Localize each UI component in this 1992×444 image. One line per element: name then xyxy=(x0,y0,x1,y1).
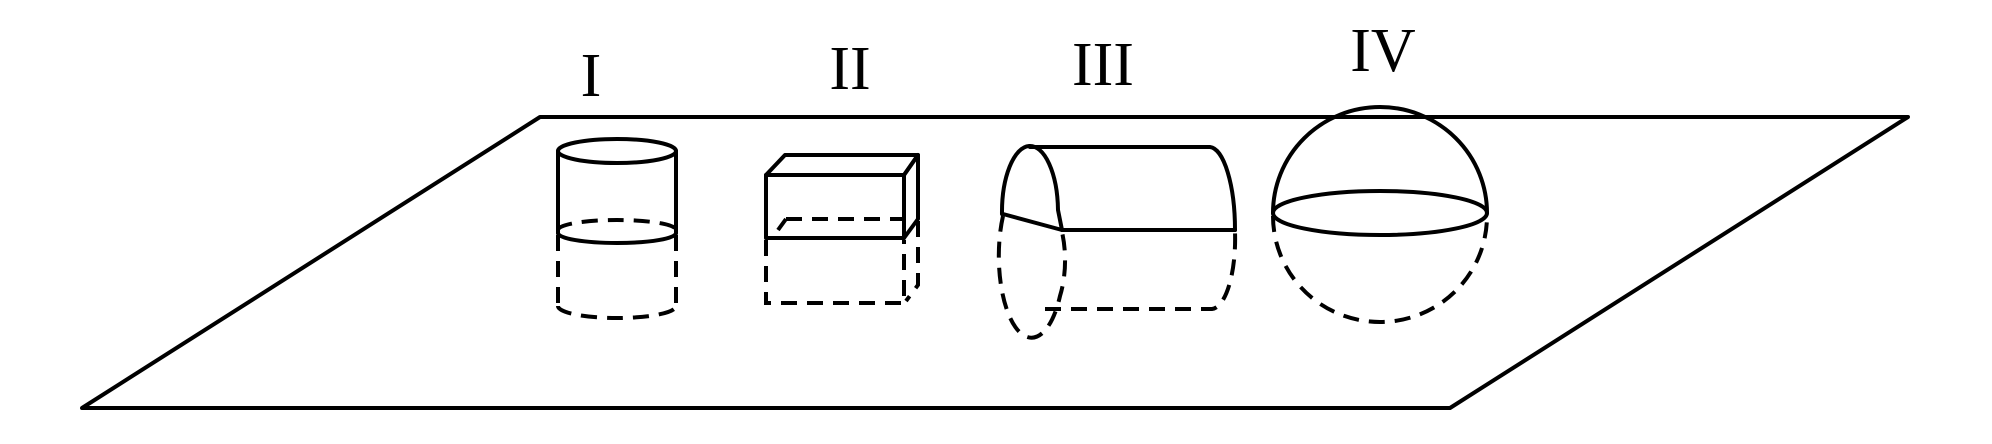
sphere-equator xyxy=(1271,189,1489,237)
box-front-upper xyxy=(764,173,906,240)
label-shape-2: II xyxy=(829,35,870,103)
label-shape-3: III xyxy=(1072,31,1134,99)
box-hidden-back-corner xyxy=(776,217,788,232)
hcyl-left-face-chord xyxy=(1001,212,1064,232)
hcyl-left-face-lower xyxy=(996,215,1068,340)
sphere-lower-hemisphere xyxy=(1271,215,1489,324)
box-hidden-side-lower xyxy=(904,221,920,303)
plane xyxy=(80,115,1910,410)
hcyl-top-edge xyxy=(1028,145,1237,232)
label-shape-4: IV xyxy=(1350,17,1416,85)
cylinder-hidden-bottom xyxy=(556,305,678,320)
box-side-upper xyxy=(902,153,920,240)
cylinder-waterline-back xyxy=(556,218,678,231)
cylinder-waterline-front xyxy=(556,231,678,245)
hcyl-bottom-edge xyxy=(1045,231,1238,311)
box-top xyxy=(764,153,920,177)
cylinder-top xyxy=(556,137,678,165)
sphere-icon xyxy=(1271,105,1489,324)
label-shape-1: I xyxy=(581,42,602,110)
cylinder-icon xyxy=(556,137,678,320)
box-hidden-front-lower xyxy=(764,240,906,305)
box-icon xyxy=(764,153,920,305)
horizontal-cylinder-icon xyxy=(996,143,1238,340)
sphere-upper-hemisphere xyxy=(1271,105,1489,215)
